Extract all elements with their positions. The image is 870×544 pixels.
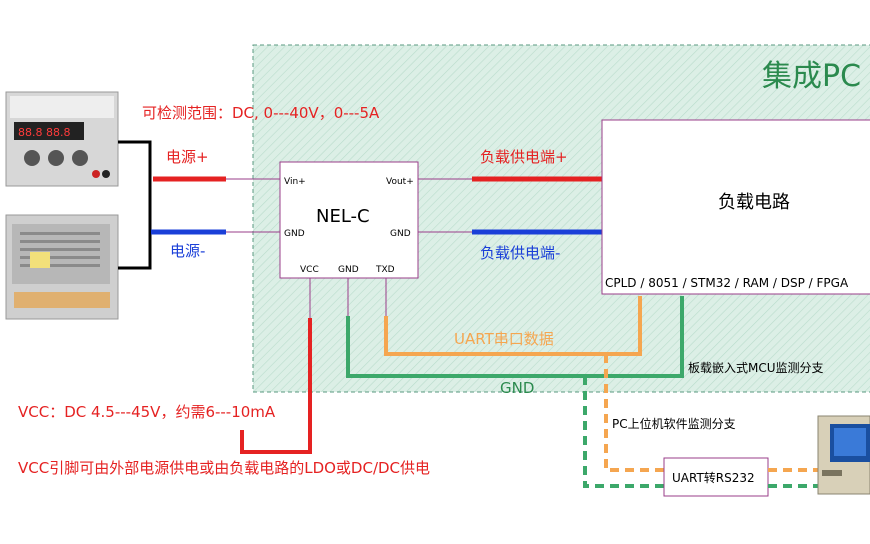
pin-gnd-right: GND [390,229,411,239]
svg-text:88.8 88.8: 88.8 88.8 [18,126,70,139]
range-note: 可检测范围：DC, 0---40V，0---5A [142,104,380,122]
pc-gnd-dashed-wire [583,376,664,488]
power-plus-label: 电源+ [166,148,209,166]
uart-label: UART串口数据 [454,330,554,348]
pin-vcc: VCC [300,265,319,275]
pc-uart-dashed-wire [604,354,664,472]
mcu-list: CPLD / 8051 / STM32 / RAM / DSP / FPGA [605,276,849,290]
mcu-branch-label: 板载嵌入式MCU监测分支 [688,361,824,375]
switching-power-supply-image [5,214,119,320]
uart-wire [384,296,642,356]
pin-gnd-left: GND [284,229,305,239]
uart-rs232-converter [663,457,769,497]
converter-label: UART转RS232 [672,470,755,485]
load-minus-label: 负载供电端- [480,244,560,262]
pin-txd: TXD [375,265,395,275]
bench-power-supply-image: 88.8 88.8 [5,91,119,187]
pin-vin: Vin+ [284,177,306,187]
load-title: 负载电路 [718,192,790,213]
pin-gnd: GND [338,265,359,275]
vcc-wire [240,318,312,454]
pc-branch-label: PC上位机软件监测分支 [612,416,736,431]
power-bracket [118,140,152,270]
vcc-note-line1: VCC：DC 4.5---45V，约需6---10mA [18,403,276,421]
chip-name: NEL-C [316,206,370,227]
pin-vout: Vout+ [386,177,414,187]
gnd-wire [346,296,684,378]
pcb-title: 集成PC [762,59,861,94]
gnd-label: GND [500,379,534,397]
load-plus-label: 负载供电端+ [480,148,568,166]
nel-c-chip [279,161,419,279]
power-minus-label: 电源- [170,242,205,260]
pc-computer-icon [817,415,870,495]
vcc-note-line2: VCC引脚可由外部电源供电或由负载电路的LDO或DC/DC供电 [18,459,430,477]
load-circuit-box [601,119,870,295]
